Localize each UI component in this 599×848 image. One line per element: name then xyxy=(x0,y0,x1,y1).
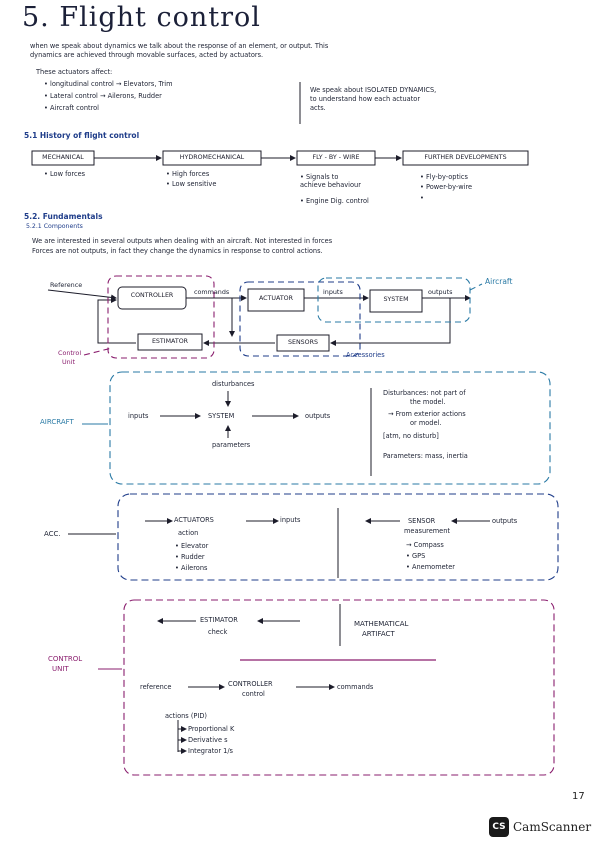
history-heading: 5.1 History of flight control xyxy=(24,131,140,140)
bd-reference: Reference xyxy=(50,281,83,289)
bd-sensors: SENSORS xyxy=(287,339,318,346)
bd-controller-box xyxy=(117,286,187,310)
effects-note: to understand how each actuator xyxy=(310,95,421,103)
bd-actuator: ACTUATOR xyxy=(258,295,294,302)
bd-estimator-box xyxy=(137,333,203,351)
bd-control-unit-label: Control xyxy=(58,349,82,357)
history-box-further xyxy=(402,150,529,166)
bd-accessories-label: Accessories xyxy=(346,351,385,359)
intro-line-1: when we speak about dynamics we talk abo… xyxy=(30,42,329,50)
intro-line-2: dynamics are achieved through movable su… xyxy=(30,51,264,59)
control-reference: reference xyxy=(140,683,172,691)
acc-section-label: ACC. xyxy=(44,530,61,538)
control-pid-item: Derivative s xyxy=(188,736,228,744)
aircraft-parameters: parameters xyxy=(212,441,251,449)
aircraft-note: → From exterior actions xyxy=(388,410,466,418)
camscanner-text: CamScanner xyxy=(513,820,592,834)
aircraft-disturbances: disturbances xyxy=(212,380,255,388)
acc-sensor-item: • GPS xyxy=(406,552,426,560)
camscanner-logo-icon: CS xyxy=(489,817,509,837)
aircraft-system: SYSTEM xyxy=(208,412,235,420)
history-box-fbw xyxy=(296,150,376,166)
aircraft-note: the model. xyxy=(410,398,446,406)
history-stage-further: FURTHER DEVELOPMENTS xyxy=(424,154,507,161)
fundamentals-line-2: Forces are not outputs, in fact they cha… xyxy=(32,247,323,255)
effects-note: acts. xyxy=(310,104,326,112)
history-stage-mechanical: MECHANICAL xyxy=(42,154,84,161)
aircraft-section-label: AIRCRAFT xyxy=(40,418,74,426)
history-note: • Power-by-wire xyxy=(420,183,473,191)
acc-measurement: measurement xyxy=(404,527,451,535)
acc-inputs: inputs xyxy=(280,516,301,524)
acc-actuators: ACTUATORS xyxy=(174,516,214,524)
acc-outputs: outputs xyxy=(492,517,518,525)
page-title: 5. Flight control xyxy=(22,2,261,33)
bd-inputs: inputs xyxy=(323,288,343,296)
effects-note: We speak about ISOLATED DYNAMICS, xyxy=(310,86,437,94)
control-commands: commands xyxy=(337,683,374,691)
bd-system-box xyxy=(369,289,423,313)
page-number: 17 xyxy=(572,791,585,802)
control-section-label: CONTROL xyxy=(48,655,83,663)
history-note: • Engine Dig. control xyxy=(300,197,369,205)
bd-actuator-box xyxy=(247,288,305,312)
control-actions: actions (PID) xyxy=(165,712,207,720)
control-pid-item: Integrator 1/s xyxy=(188,747,233,755)
effect-item: • Aircraft control xyxy=(44,104,100,112)
history-stage-fly-by-wire: FLY - BY - WIRE xyxy=(312,154,360,161)
acc-sensor-item: • Anemometer xyxy=(406,563,456,571)
aircraft-outputs: outputs xyxy=(305,412,331,420)
fundamentals-subheading: 5.2.1 Components xyxy=(26,223,83,230)
bd-commands: commands xyxy=(194,288,230,296)
control-section-label: UNIT xyxy=(52,665,69,673)
aircraft-note: or model. xyxy=(410,419,442,427)
bd-system: SYSTEM xyxy=(383,296,409,303)
history-note: • xyxy=(420,194,424,202)
history-note: achieve behaviour xyxy=(300,181,361,189)
acc-actuator-item: • Ailerons xyxy=(175,564,208,572)
control-check: check xyxy=(208,628,228,636)
fundamentals-heading: 5.2. Fundamentals xyxy=(24,212,103,221)
fundamentals-line-1: We are interested in several outputs whe… xyxy=(32,237,333,245)
bd-controller: CONTROLLER xyxy=(130,292,174,299)
effects-heading: These actuators affect: xyxy=(36,68,113,76)
control-estimator: ESTIMATOR xyxy=(200,616,238,624)
acc-sensor-item: → Compass xyxy=(406,541,444,549)
control-math: MATHEMATICAL xyxy=(354,620,409,628)
history-note: • Low forces xyxy=(44,170,86,178)
history-box-mechanical xyxy=(31,150,95,166)
control-control: control xyxy=(242,690,265,698)
acc-actuator-item: • Elevator xyxy=(175,542,209,550)
aircraft-note: [atm, no disturb] xyxy=(383,432,439,440)
aircraft-note: Disturbances: not part of xyxy=(383,389,466,397)
aircraft-note: Parameters: mass, inertia xyxy=(383,452,468,460)
effect-item: • Lateral control → Ailerons, Rudder xyxy=(44,92,162,100)
history-note: • Low sensitive xyxy=(166,180,217,188)
history-stage-hydromechanical: HYDROMECHANICAL xyxy=(179,154,245,161)
history-note: • Signals to xyxy=(300,173,339,181)
bd-sensors-box xyxy=(276,334,330,352)
bd-outputs: outputs xyxy=(428,288,453,296)
control-pid-item: Proportional K xyxy=(188,725,235,733)
acc-action: action xyxy=(178,529,199,537)
bd-estimator: ESTIMATOR xyxy=(151,338,189,345)
control-math: ARTIFACT xyxy=(362,630,395,638)
aircraft-inputs: inputs xyxy=(128,412,149,420)
control-controller: CONTROLLER xyxy=(228,680,273,688)
history-note: • High forces xyxy=(166,170,210,178)
history-box-hydro xyxy=(162,150,262,166)
acc-sensor: SENSOR xyxy=(408,517,436,525)
effect-item: • longitudinal control → Elevators, Trim xyxy=(44,80,173,88)
history-note: • Fly-by-optics xyxy=(420,173,468,181)
camscanner-watermark: CS CamScanner xyxy=(489,817,591,837)
acc-actuator-item: • Rudder xyxy=(175,553,205,561)
bd-control-unit-label: Unit xyxy=(62,358,76,366)
bd-aircraft-label: Aircraft xyxy=(485,277,513,286)
